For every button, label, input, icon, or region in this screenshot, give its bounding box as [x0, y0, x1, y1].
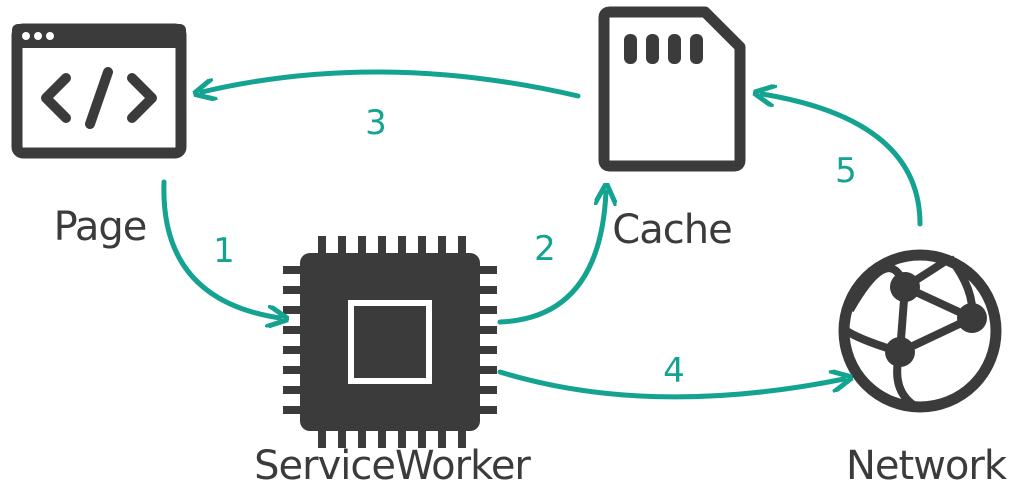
chip-pin [477, 366, 497, 374]
step-5-label: 5 [835, 151, 857, 191]
chip-pin [398, 236, 406, 256]
chip-pin [283, 306, 303, 314]
browser-code-icon [11, 23, 187, 159]
chip-pin [318, 428, 326, 448]
chip-pin [283, 406, 303, 414]
chip-pin [283, 366, 303, 374]
network-label: Network [846, 443, 1008, 489]
chip-pin [418, 428, 426, 448]
chip-pin [418, 236, 426, 256]
chip-pin [283, 326, 303, 334]
cache-label: Cache [612, 207, 731, 253]
arrow-step-5 [762, 94, 923, 227]
chip-pin [358, 428, 366, 448]
chip-pin [458, 236, 466, 256]
chip-pin [338, 428, 346, 448]
step-2-label: 2 [534, 229, 556, 269]
chip-pin [398, 428, 406, 448]
chip-pin [477, 306, 497, 314]
sd-card-icon [598, 6, 746, 172]
arrow-step-1 [161, 179, 280, 318]
chip-pin [358, 236, 366, 256]
chip-pin [283, 346, 303, 354]
page-label: Page [54, 204, 147, 250]
chip-pin [283, 266, 303, 274]
chip-pin [477, 326, 497, 334]
arrow-step-3 [202, 69, 581, 96]
chip-pin [438, 236, 446, 256]
step-1-label: 1 [213, 231, 235, 271]
chip-pin [477, 346, 497, 354]
chip-pin [458, 428, 466, 448]
network-globe-icon [838, 249, 1002, 413]
chip-pin [378, 428, 386, 448]
chip-pin [283, 286, 303, 294]
chip-pin [477, 386, 497, 394]
arrow-step-4 [497, 372, 844, 400]
chip-pin [477, 266, 497, 274]
chip-pin [283, 386, 303, 394]
chip-pin [477, 406, 497, 414]
chip-pin [338, 236, 346, 256]
step-4-label: 4 [663, 351, 685, 391]
chip-pin [378, 236, 386, 256]
service-worker-label: ServiceWorker [254, 443, 531, 489]
chip-pin [438, 428, 446, 448]
chip-icon [283, 236, 497, 448]
step-3-label: 3 [365, 103, 387, 143]
chip-pin [477, 286, 497, 294]
chip-pin [318, 236, 326, 256]
arrow-step-2 [497, 192, 606, 325]
